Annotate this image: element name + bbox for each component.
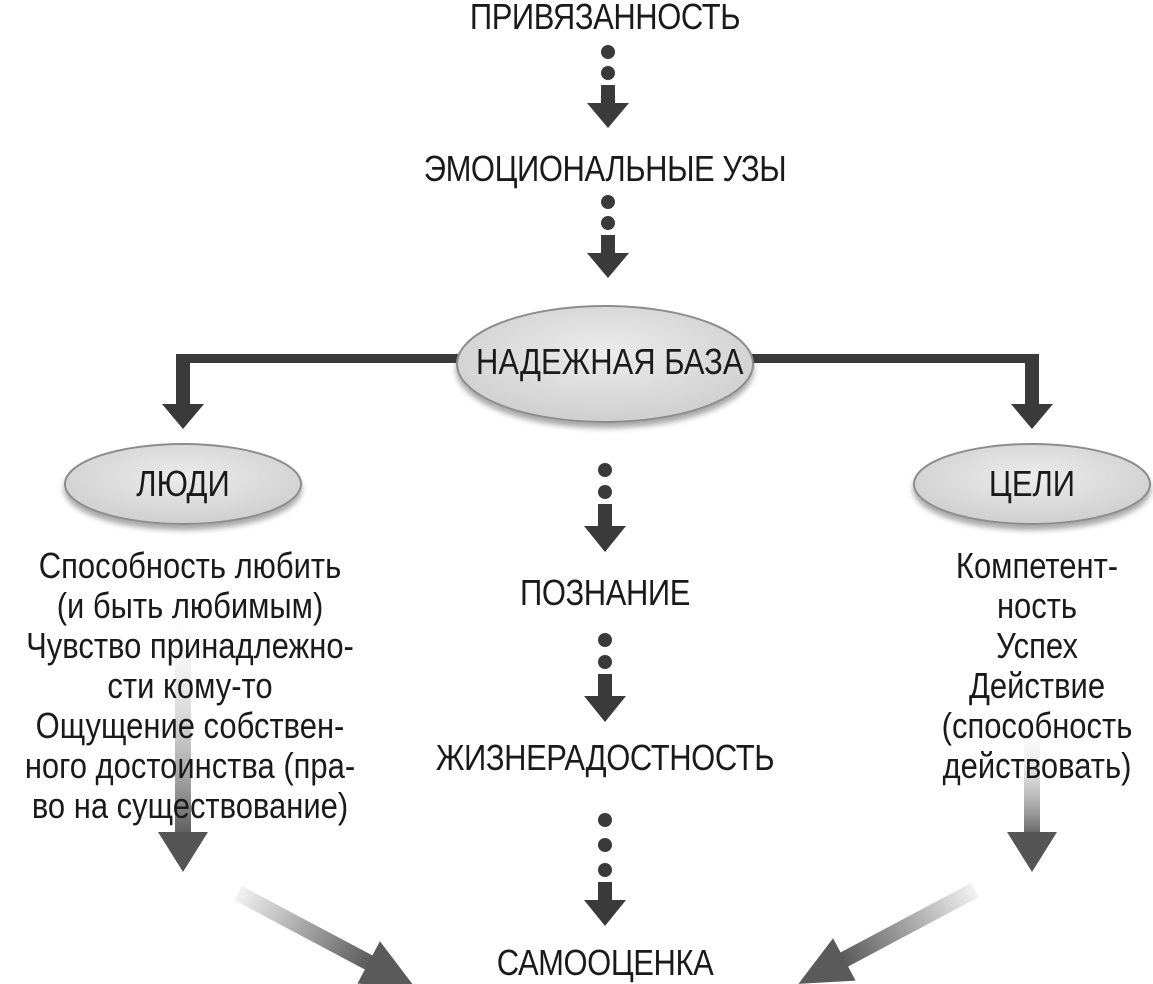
people-attribute: Ощущение собствен- (35, 705, 345, 746)
arrow-base-to-goals (748, 354, 1053, 429)
goals-attributes-list: Компетент- ность Успех Действие (способн… (908, 546, 1153, 786)
goals-attribute: действовать) (942, 745, 1132, 786)
goals-attribute: ность (996, 585, 1078, 626)
people-attribute: Способность любить (38, 545, 342, 586)
dotted-arrow-attachment-to-bonds (587, 45, 629, 128)
secure-base-oval (456, 305, 754, 423)
node-emotional-bonds: ЭМОЦИОНАЛЬНЫЕ УЗЫ (423, 148, 787, 189)
goals-attribute: (способность (941, 705, 1133, 746)
gradient-arrow-people-to-self-esteem (234, 885, 415, 984)
gradient-arrow-people-down (158, 600, 208, 872)
people-oval (64, 443, 302, 525)
node-vitality: ЖИЗНЕРАДОСТНОСТЬ (435, 737, 775, 778)
people-attribute: во на существование) (31, 785, 349, 826)
goals-oval (913, 443, 1151, 525)
gradient-arrow-goals-down (1007, 720, 1057, 872)
people-attribute: Чувство принадлежно- (26, 625, 354, 666)
arrow-base-to-people (162, 354, 462, 429)
node-self-esteem: САМООЦЕНКА (496, 942, 714, 983)
goals-attribute: Успех (996, 625, 1078, 666)
node-secure-base: НАДЕЖНАЯ БАЗА (476, 341, 744, 382)
goals-attribute: Компетент- (955, 545, 1119, 586)
dotted-arrow-bonds-to-base (587, 195, 629, 278)
people-attribute: ного достоинства (пра- (24, 745, 356, 786)
gradient-arrow-goals-to-self-esteem (798, 882, 979, 984)
people-attributes-list: Способность любить (и быть любимым) Чувс… (9, 546, 370, 826)
node-cognition: ПОЗНАНИЕ (520, 572, 690, 613)
dotted-arrow-cognition-to-vitality (584, 633, 626, 722)
people-attribute: (и быть любимым) (56, 585, 324, 626)
dotted-arrow-base-to-cognition (584, 463, 626, 552)
node-goals: ЦЕЛИ (988, 463, 1076, 504)
node-people: ЛЮДИ (136, 463, 230, 504)
dotted-arrow-vitality-to-self-esteem (584, 813, 626, 926)
people-attribute: сти кому-то (107, 665, 273, 706)
goals-attribute: Действие (968, 665, 1106, 706)
node-attachment: ПРИВЯЗАННОСТЬ (469, 0, 741, 37)
